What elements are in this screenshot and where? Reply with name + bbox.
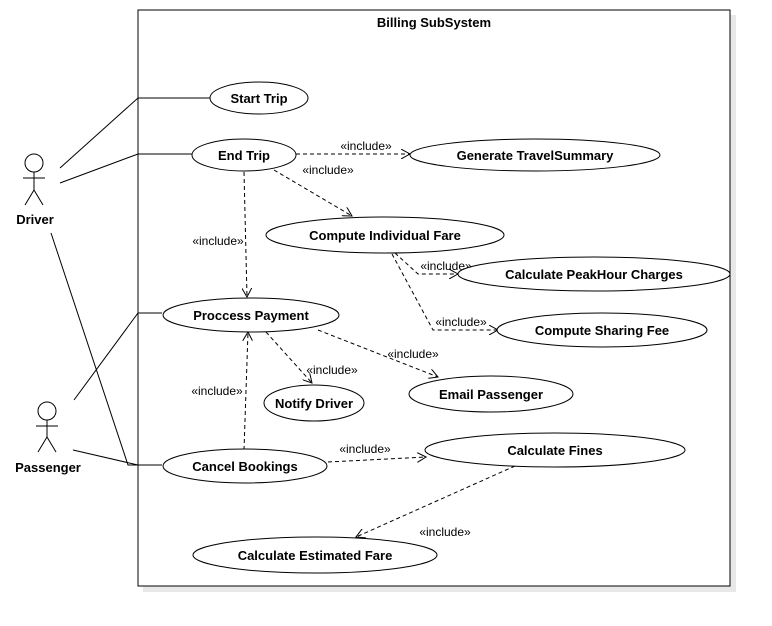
include-label-cancel-payment: «include» [191,384,243,398]
include-fines-estimated-fare [356,465,516,537]
use-case-cancel-bookings-ellipse [162,448,328,484]
use-case-generate-travel-summary-ellipse [409,138,661,172]
use-case-compute-sharing-fee-label: Compute Sharing Fee [535,323,669,338]
use-case-calculate-estimated-fare-label: Calculate Estimated Fare [238,548,393,563]
use-case-start-trip-ellipse [209,81,309,115]
use-case-end-trip-label: End Trip [218,148,270,163]
use-case-calculate-estimated-fare[interactable]: Calculate Estimated Fare [192,536,438,574]
use-case-process-payment[interactable]: Proccess Payment [162,297,340,333]
use-case-process-payment-ellipse [162,297,340,333]
include-payment-notify-driver [265,331,312,383]
include-label-end-trip-payment: «include» [192,234,244,248]
use-case-compute-individual-fare[interactable]: Compute Individual Fare [265,216,505,254]
use-case-end-trip[interactable]: End Trip [191,138,297,172]
use-case-notify-driver-ellipse [263,384,365,422]
include-cancel-process-payment [244,332,248,451]
use-case-cancel-bookings-label: Cancel Bookings [192,459,297,474]
use-case-generate-travel-summary[interactable]: Generate TravelSummary [409,138,661,172]
use-case-start-trip-label: Start Trip [230,91,287,106]
include-label-sharing-fee: «include» [435,315,487,329]
include-label-calculate-fines: «include» [339,442,391,456]
use-case-calculate-fines-ellipse [424,432,686,468]
include-compute-fare-sharing-fee [391,253,498,330]
use-case-compute-individual-fare-ellipse [265,216,505,254]
include-label-summary: «include» [340,139,392,153]
use-case-generate-travel-summary-label: Generate TravelSummary [457,148,615,163]
system-title: Billing SubSystem [377,15,491,30]
include-label-peak-hour: «include» [420,259,472,273]
include-label-notify-driver: «include» [306,363,358,377]
use-case-end-trip-ellipse [191,138,297,172]
actor-passenger-left-leg [37,436,48,453]
include-payment-email-passenger [317,329,438,377]
use-case-notify-driver[interactable]: Notify Driver [263,384,365,422]
use-case-calculate-peak-hour-charges[interactable]: Calculate PeakHour Charges [457,256,731,292]
assoc-passenger-cancel-bookings [72,449,162,466]
actor-driver-left-leg [24,189,35,206]
actor-driver[interactable]: Driver [16,153,54,227]
assoc-passenger-process-payment [73,312,162,401]
use-case-email-passenger-label: Email Passenger [439,387,543,402]
use-case-calculate-fines-label: Calculate Fines [507,443,602,458]
include-label-compute-fare: «include» [302,163,354,177]
include-label-estimated-fare: «include» [419,525,471,539]
use-case-cancel-bookings[interactable]: Cancel Bookings [162,448,328,484]
use-case-calculate-estimated-fare-ellipse [192,536,438,574]
include-end-trip-compute-fare [273,169,352,216]
use-case-compute-sharing-fee[interactable]: Compute Sharing Fee [496,312,708,348]
use-case-calculate-fines[interactable]: Calculate Fines [424,432,686,468]
actor-driver-right-leg [33,189,44,206]
include-compute-fare-peak-hour [394,252,458,274]
actor-passenger-head [37,401,57,421]
actor-passenger-right-leg [46,436,57,453]
use-case-compute-individual-fare-label: Compute Individual Fare [309,228,461,243]
use-case-compute-sharing-fee-ellipse [496,312,708,348]
use-case-calculate-peak-hour-charges-label: Calculate PeakHour Charges [505,267,683,282]
actor-passenger[interactable]: Passenger [15,401,81,475]
include-cancel-calculate-fines [327,457,426,463]
actor-passenger-label: Passenger [15,460,81,475]
use-case-start-trip[interactable]: Start Trip [209,81,309,115]
assoc-driver-end-trip [59,153,192,184]
assoc-driver-start-trip [59,97,210,169]
use-case-notify-driver-label: Notify Driver [275,396,353,411]
actor-driver-label: Driver [16,212,54,227]
actor-driver-head [24,153,44,173]
include-label-email-passenger: «include» [387,347,439,361]
use-case-process-payment-label: Proccess Payment [193,308,309,323]
use-case-email-passenger[interactable]: Email Passenger [408,375,574,413]
use-case-calculate-peak-hour-charges-ellipse [457,256,731,292]
use-case-email-passenger-ellipse [408,375,574,413]
